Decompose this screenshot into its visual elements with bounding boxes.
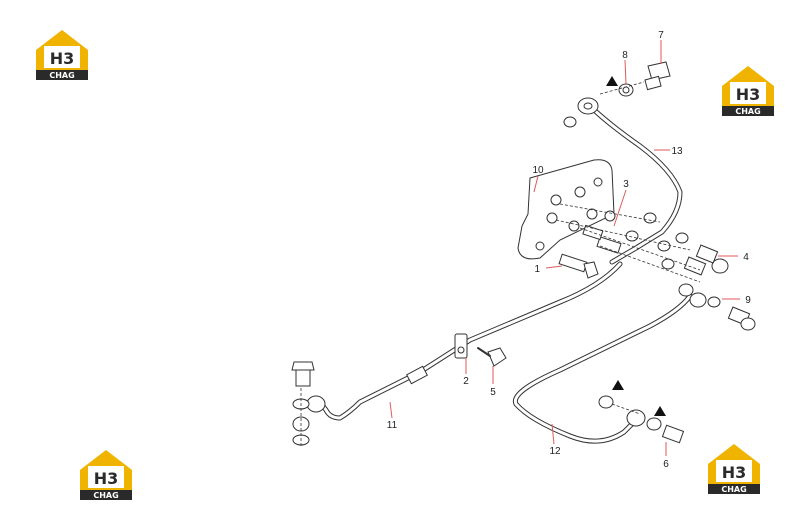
leader-lines [389, 40, 740, 456]
assembly-lines [300, 81, 701, 446]
watermark-logo-top-left: H3 CHAG [34, 28, 90, 80]
bottom-banjo-bolt [598, 395, 685, 444]
lower-pipe [512, 292, 707, 444]
logo-caption: CHAG [721, 485, 746, 494]
callout-9: 9 [745, 295, 751, 306]
logo-icon: H3 CHAG [708, 444, 760, 494]
bracket-plate [517, 159, 615, 260]
callout-8: 8 [622, 50, 628, 61]
watermark-logo-bottom-left: H3 CHAG [78, 448, 134, 500]
pipe-clip [454, 333, 468, 359]
logo-mark: H3 [94, 469, 119, 488]
logo-mark: H3 [50, 49, 75, 68]
callout-4: 4 [743, 252, 749, 263]
callout-10: 10 [532, 165, 544, 176]
callout-1: 1 [534, 264, 540, 275]
callout-2: 2 [463, 376, 469, 387]
logo-icon: H3 CHAG [722, 66, 774, 116]
callout-7: 7 [658, 30, 664, 41]
right-fittings [625, 212, 756, 331]
logo-caption: CHAG [49, 71, 74, 80]
callout-3: 3 [623, 179, 629, 190]
triangle-marker-icon [654, 406, 666, 416]
long-pipe [306, 261, 623, 421]
logo-caption: CHAG [735, 107, 760, 116]
triangle-marker-icon [606, 76, 618, 86]
logo-mark: H3 [736, 85, 761, 104]
logo-icon: H3 CHAG [36, 30, 88, 80]
callout-11: 11 [387, 420, 398, 431]
top-banjo-bolt [618, 61, 671, 97]
logo-mark: H3 [722, 463, 747, 482]
callout-5: 5 [490, 387, 496, 398]
bolt-5 [477, 347, 507, 367]
logo-caption: CHAG [93, 491, 118, 500]
bracket-bolts [582, 210, 622, 254]
triangle-marker-icon [612, 380, 624, 390]
bolt-1 [558, 253, 599, 279]
callout-labels: 1 2 3 4 5 6 7 8 9 10 11 12 13 [387, 30, 751, 470]
triangle-markers [606, 76, 666, 416]
callout-12: 12 [549, 446, 561, 457]
logo-icon: H3 CHAG [80, 450, 132, 500]
upper-pipe [563, 97, 683, 265]
watermark-logo-top-right: H3 CHAG [720, 64, 776, 116]
callout-6: 6 [663, 459, 669, 470]
watermark-logo-bottom-right: H3 CHAG [706, 442, 762, 494]
callout-13: 13 [671, 146, 683, 157]
